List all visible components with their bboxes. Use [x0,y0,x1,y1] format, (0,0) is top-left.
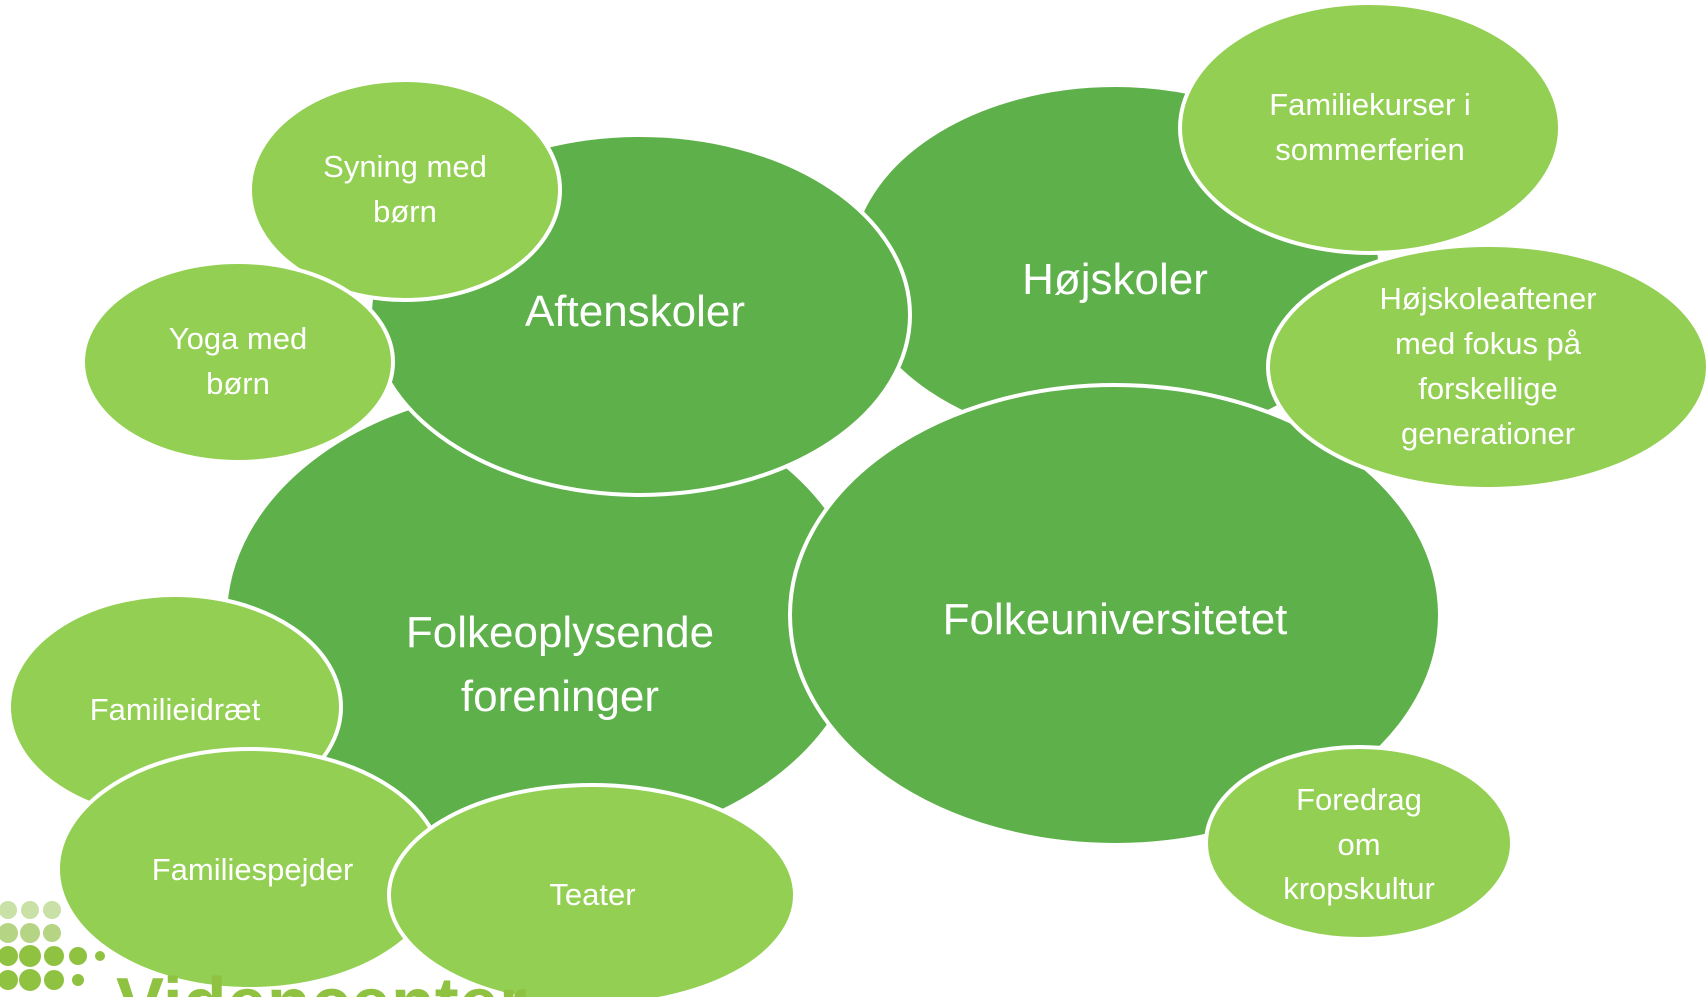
label-yoga: Yoga med børn [168,321,308,401]
sub-node-yoga [81,260,395,464]
label-syning: Syning med børn [323,149,487,229]
label-aftenskoler: Aftenskoler [524,287,746,337]
label-hojskoleaftener: Højskoleaftener med fokus på forskellige… [1379,281,1597,451]
label-familiekurser: Familiekurser i sommerferien [1269,87,1471,167]
label-familieidraet: Familieidræt [89,691,261,727]
sub-node-foredrag [1204,745,1514,941]
label-hojskoler: Højskoler [1022,255,1208,305]
label-foredrag: Foredrag om kropskultur [1283,781,1435,907]
label-teater: Teater [549,876,636,912]
sub-node-familiekurser [1178,1,1562,255]
sub-node-teater [387,783,797,997]
label-folkeoplysende: Folkeoplysende foreninger [405,608,715,721]
sub-node-hojskoleaftener [1266,243,1706,491]
sub-node-syning [248,78,562,302]
label-familiespejder: Familiespejder [151,851,354,887]
label-folkeuniversitetet: Folkeuniversitetet [942,595,1288,645]
main-node-folkeuniversitetet [788,383,1442,847]
